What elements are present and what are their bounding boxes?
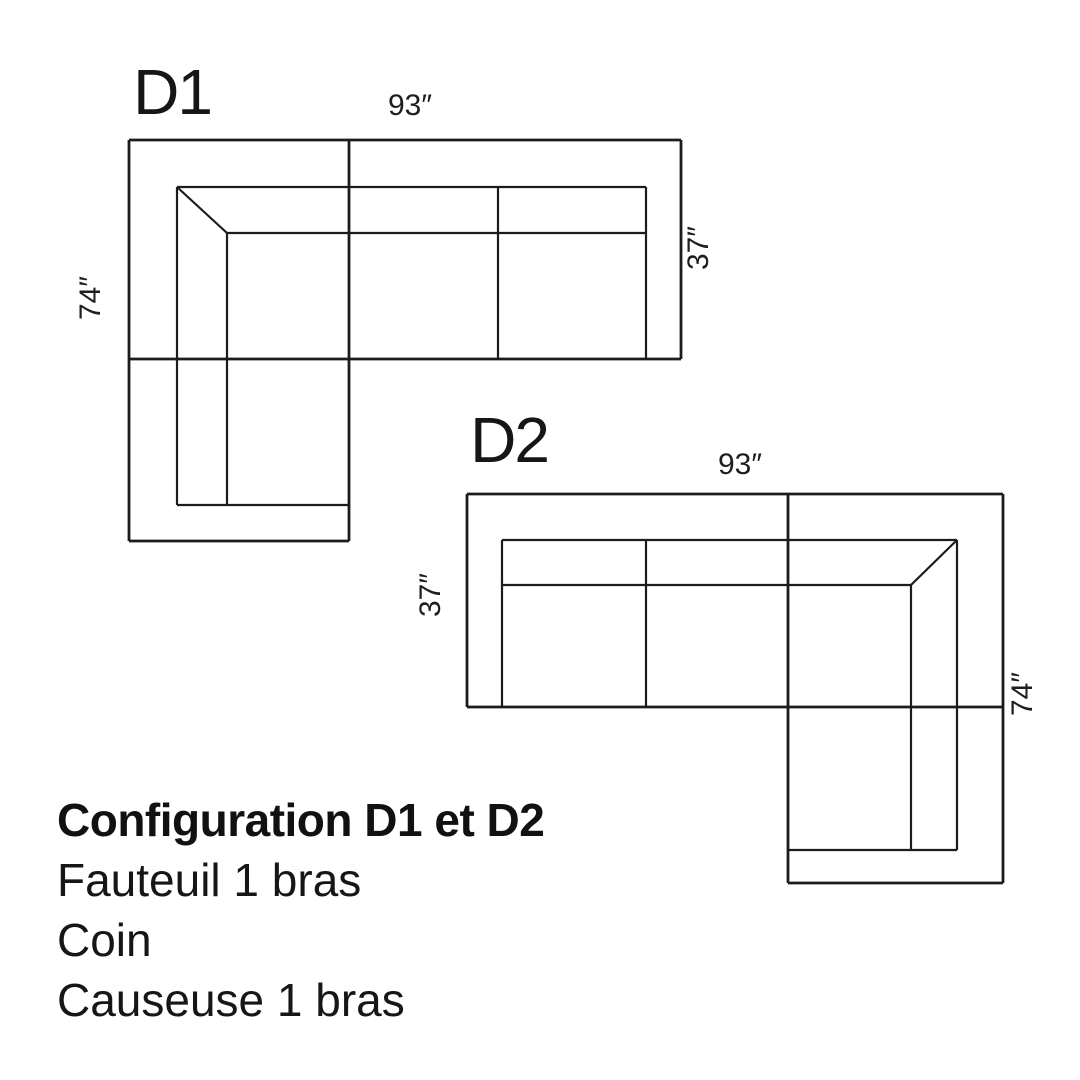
d1-depth-dimension: 37″ (682, 226, 715, 270)
caption-line-causeuse: Causeuse 1 bras (57, 974, 405, 1026)
d2-sofa-outline (465, 492, 1005, 885)
d2-height-dimension: 74″ (1006, 672, 1039, 716)
d2-title: D2 (470, 404, 550, 476)
d2-depth-dimension: 37″ (414, 573, 447, 617)
d2-corner-diagonal (910, 539, 958, 586)
d2-width-dimension: 93″ (718, 448, 762, 481)
d1-height-dimension: 74″ (74, 276, 107, 320)
d1-corner-diagonal (176, 186, 228, 234)
d1-title: D1 (133, 56, 213, 128)
d1-sofa-outline (127, 138, 683, 543)
caption-line-coin: Coin (57, 914, 152, 966)
caption-block: Configuration D1 et D2 Fauteuil 1 bras C… (57, 790, 545, 1030)
caption-line-fauteuil: Fauteuil 1 bras (57, 854, 362, 906)
caption-title: Configuration D1 et D2 (57, 794, 545, 846)
d1-width-dimension: 93″ (388, 89, 432, 122)
